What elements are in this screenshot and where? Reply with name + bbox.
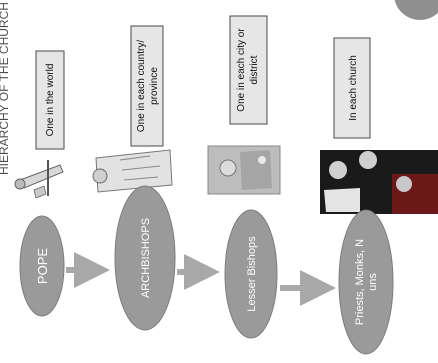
node-bishops: Lesser Bishops [246,236,258,312]
node-priests-line2: uns [367,273,379,291]
note-archbishops-line1: One in each country/ [136,40,147,132]
node-pope: POPE [35,248,50,284]
bishop-photo-icon [208,146,280,194]
note-bishops-line1: One in each city or [236,28,247,112]
note-archbishops-line2: province [149,67,160,105]
level-priests: In each church Priests, Monks, N uns [320,38,438,354]
pope-figure-icon [15,160,63,198]
decor-circle [394,0,438,20]
node-ellipse-priests [339,210,393,354]
note-bishops-line2: district [249,55,260,84]
note-priests: In each church [348,55,359,121]
node-archbishops: ARCHBISHOPS [140,218,152,298]
level-archbishops: One in each country/ province ARCHBISHOP… [93,26,175,330]
level-lesser-bishops: One in each city or district Lesser Bish… [208,16,280,338]
diagram-title: HIERARCHY OF THE CHURCH [0,2,11,175]
note-pope: One in the world [45,64,56,137]
priests-monks-nuns-photo-icon [320,150,438,214]
node-priests-line1: Priests, Monks, N [354,239,366,325]
level-pope: One in the world POPE [15,51,64,316]
archbishop-figure-icon [93,150,172,192]
